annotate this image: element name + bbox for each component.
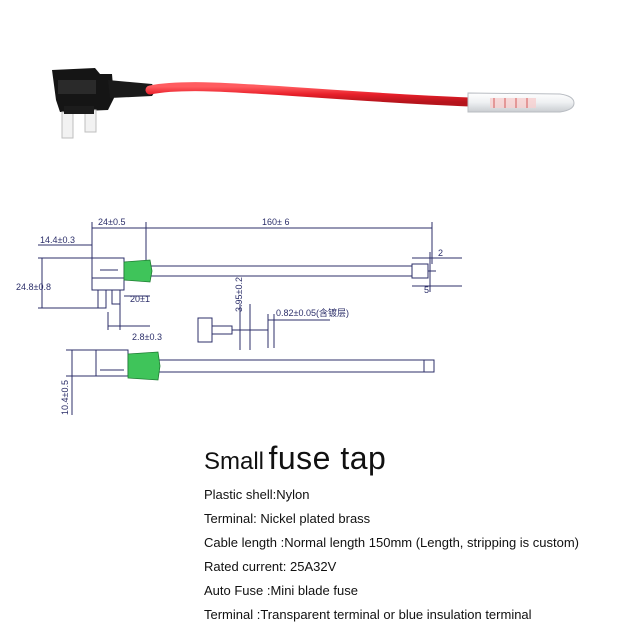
dim-2: 2 — [438, 248, 443, 258]
dim-160: 160± 6 — [262, 217, 289, 227]
product-photo — [52, 68, 575, 139]
dim-3-95: 3.95±0.2 — [234, 277, 244, 312]
spec-auto-fuse: Auto Fuse :Mini blade fuse — [204, 583, 358, 598]
red-wire-shape — [145, 82, 475, 107]
spec-terminal-material: Terminal: Nickel plated brass — [204, 511, 371, 526]
fuse-holder-shape — [52, 68, 156, 139]
dim-24: 24±0.5 — [98, 217, 125, 227]
spec-terminal-type: Terminal :Transparent terminal or blue i… — [204, 607, 532, 622]
terminal-tube-shape — [467, 92, 575, 113]
dim-14-4: 14.4±0.3 — [40, 235, 75, 245]
green-terminals — [123, 259, 161, 381]
dim-24-8: 24.8±0.8 — [16, 282, 51, 292]
spec-plastic-shell: Plastic shell:Nylon — [204, 487, 310, 502]
spec-list: Plastic shell:Nylon Terminal: Nickel pla… — [204, 483, 634, 627]
dim-20: 20±1 — [130, 294, 150, 304]
technical-drawing: 24±0.5 160± 6 14.4±0.3 24.8±0.8 20±1 2.8… — [16, 217, 462, 415]
dim-0-82: 0.82±0.05(含镀层) — [276, 307, 349, 318]
title-main: fuse tap — [268, 440, 387, 476]
dim-10-4: 10.4±0.5 — [60, 380, 70, 415]
title-small: Small — [204, 448, 265, 475]
spec-rated-current: Rated current: 25A32V — [204, 559, 337, 574]
product-title: Small fuse tap — [204, 440, 386, 477]
dim-5: 5 — [424, 285, 429, 295]
spec-cable-length: Cable length :Normal length 150mm (Lengt… — [204, 535, 580, 550]
dim-2-8: 2.8±0.3 — [132, 332, 162, 342]
